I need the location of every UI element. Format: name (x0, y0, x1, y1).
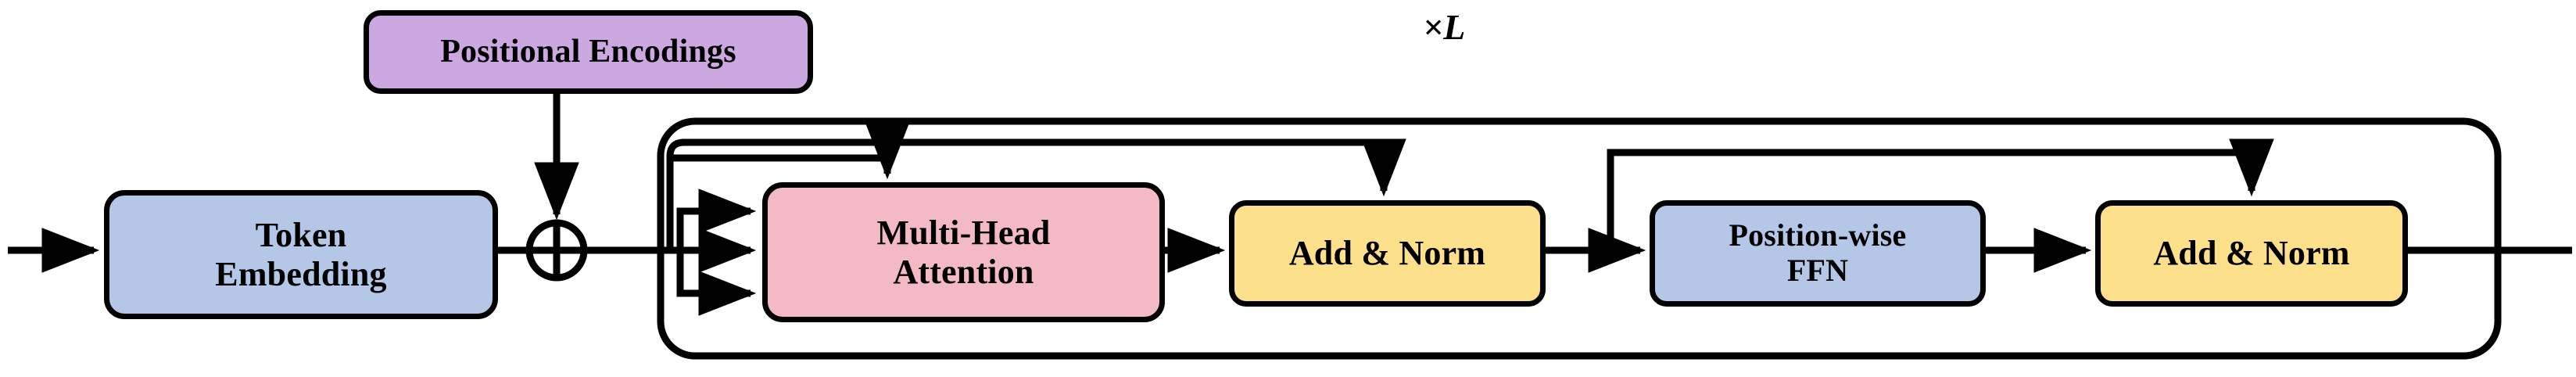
node-add-norm-2[interactable]: Add & Norm (2095, 200, 2408, 307)
edge-value-to-attention (676, 250, 757, 316)
encoder-block-boundary (657, 117, 2502, 360)
node-token-embedding-label: Token Embedding (215, 216, 387, 293)
node-positional-encodings-label: Positional Encodings (440, 33, 736, 70)
node-position-wise-ffn-label: Position-wise FFN (1729, 217, 1907, 288)
node-position-wise-ffn[interactable]: Position-wise FFN (1650, 200, 1986, 307)
node-multi-head-attention[interactable]: Multi-Head Attention (762, 182, 1165, 322)
node-add-norm-1[interactable]: Add & Norm (1229, 200, 1546, 307)
node-token-embedding[interactable]: Token Embedding (104, 190, 498, 319)
edge-query-to-attention (676, 188, 757, 250)
node-positional-encodings[interactable]: Positional Encodings (364, 10, 813, 94)
node-add-norm-2-label: Add & Norm (2153, 234, 2350, 273)
edge-attention-top-feed (666, 121, 910, 250)
edge-residual-around-ffn (1607, 138, 2274, 250)
node-multi-head-attention-label: Multi-Head Attention (876, 214, 1051, 291)
repeat-count-label: ×L (1423, 7, 1466, 47)
node-add-norm-1-label: Add & Norm (1288, 234, 1486, 273)
